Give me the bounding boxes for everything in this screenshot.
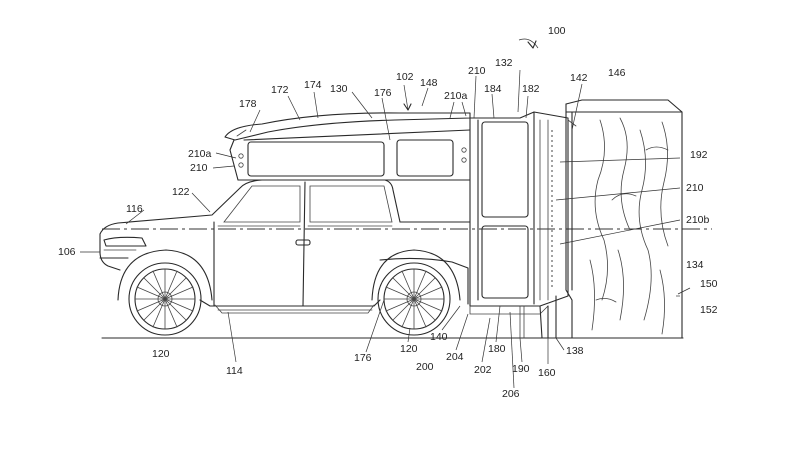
structure-wall bbox=[565, 99, 683, 339]
ref-130: 130 bbox=[330, 83, 348, 95]
ref-142: 142 bbox=[570, 72, 588, 84]
ref-132: 132 bbox=[495, 57, 513, 69]
ref-210a-top: 210a bbox=[444, 90, 468, 102]
ref-140: 140 bbox=[430, 331, 448, 343]
ref-122: 122 bbox=[172, 186, 190, 198]
ref-180: 180 bbox=[488, 343, 506, 355]
ref-176-bottom: 176 bbox=[354, 352, 372, 364]
ref-210-left: 210 bbox=[190, 162, 208, 174]
ref-120-rear: 120 bbox=[400, 343, 418, 355]
ref-202: 202 bbox=[474, 364, 492, 376]
ref-206: 206 bbox=[502, 388, 520, 400]
ref-210-top: 210 bbox=[468, 65, 486, 77]
ref-138: 138 bbox=[566, 345, 584, 357]
ref-178: 178 bbox=[239, 98, 257, 110]
ref-200: 200 bbox=[416, 361, 434, 373]
ref-160: 160 bbox=[538, 367, 556, 379]
assembly-arrow bbox=[403, 103, 412, 111]
leader-lines bbox=[80, 38, 691, 389]
ref-106: 106 bbox=[58, 246, 76, 258]
figure-arrow bbox=[527, 40, 537, 49]
vehicle-body bbox=[99, 179, 469, 314]
ref-192: 192 bbox=[690, 149, 708, 161]
ref-114: 114 bbox=[226, 365, 243, 377]
ref-174: 174 bbox=[304, 79, 322, 91]
ref-210-right: 210 bbox=[686, 182, 704, 194]
ref-172: 172 bbox=[271, 84, 289, 96]
extension-module bbox=[469, 111, 569, 339]
ref-116: 116 bbox=[126, 203, 143, 215]
ref-190: 190 bbox=[512, 363, 530, 375]
front-wheel bbox=[117, 249, 213, 336]
ref-182: 182 bbox=[522, 83, 540, 95]
ref-148: 148 bbox=[420, 77, 438, 89]
ref-102: 102 bbox=[396, 71, 414, 83]
ref-184: 184 bbox=[484, 83, 502, 95]
ref-152: 152 bbox=[700, 304, 718, 316]
camper-topper bbox=[224, 112, 471, 223]
ref-134: 134 bbox=[686, 259, 704, 271]
ref-120-front: 120 bbox=[152, 348, 170, 360]
wall-texture bbox=[589, 117, 669, 335]
ref-150: 150 bbox=[700, 278, 718, 290]
ref-176-top: 176 bbox=[374, 87, 392, 99]
ref-100: 100 bbox=[548, 25, 566, 37]
ref-210a-left: 210a bbox=[188, 148, 212, 160]
reference-numerals: 100 102 148 130 172 174 178 176 210a 210… bbox=[58, 25, 718, 400]
ref-146: 146 bbox=[608, 67, 626, 79]
ref-204: 204 bbox=[446, 351, 464, 363]
rear-wheel bbox=[371, 249, 461, 336]
ref-210b: 210b bbox=[686, 214, 710, 226]
